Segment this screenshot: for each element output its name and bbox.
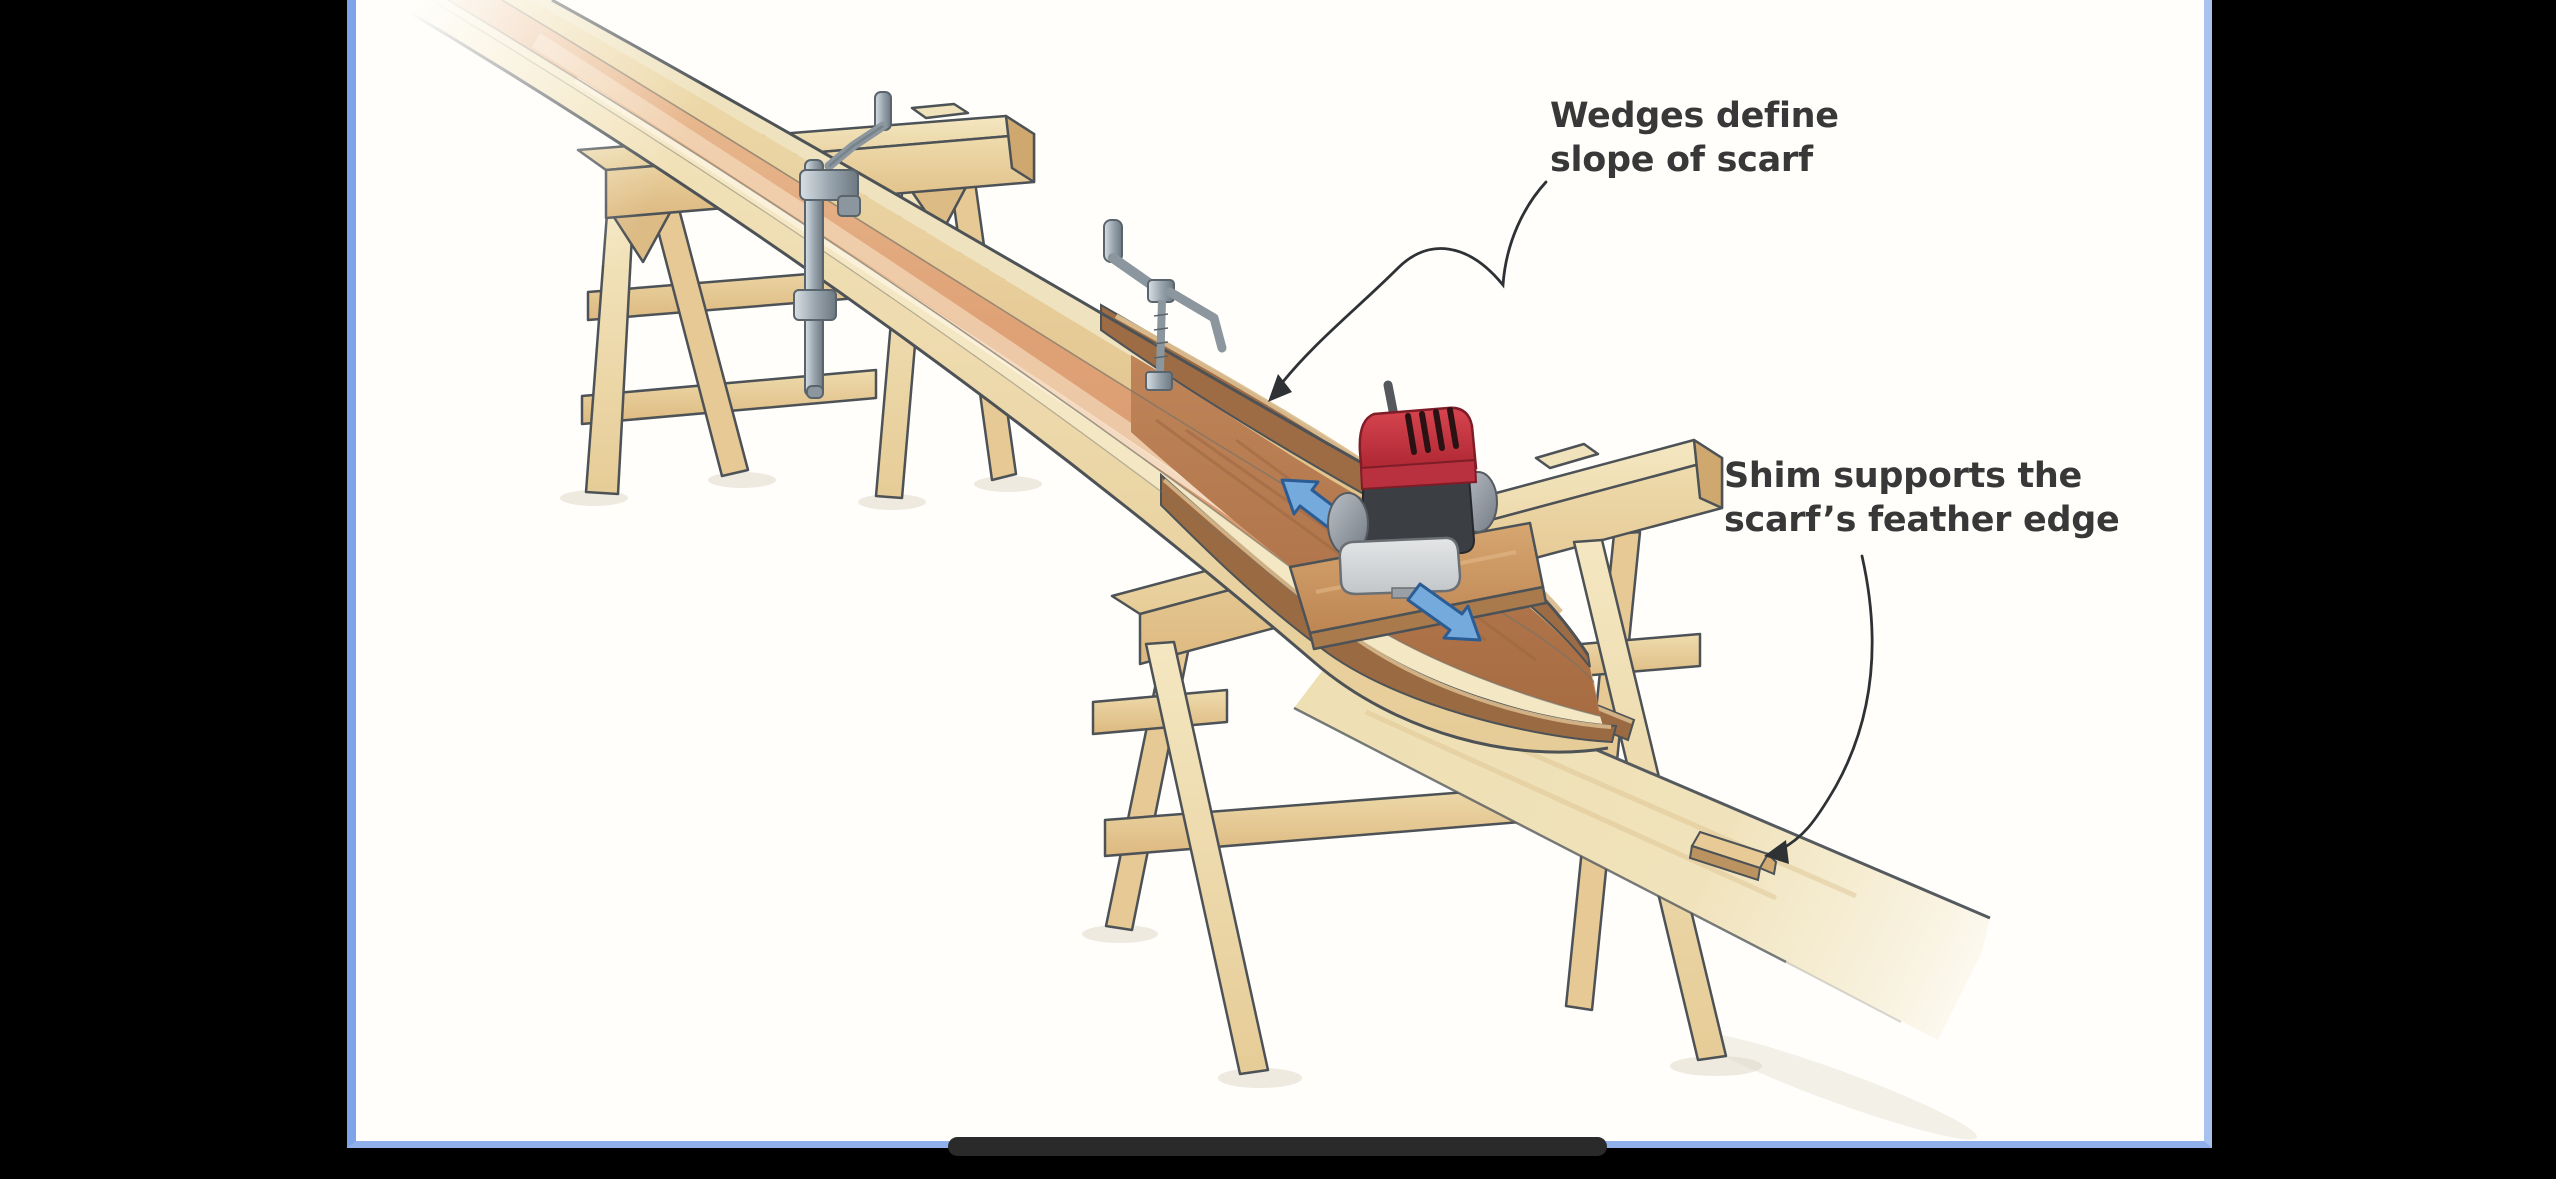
router-base	[1338, 536, 1462, 596]
motion-arrow-down-icon	[1406, 582, 1482, 642]
scarf-jig-illustration	[371, 0, 1991, 1140]
annotation-shim: Shim supports the scarf’s feather edge	[1724, 454, 2120, 542]
annotation-wedges-line1: Wedges define	[1550, 96, 1839, 136]
beam-assembly	[371, 0, 1618, 754]
scrubber-bar[interactable]	[948, 1137, 1607, 1156]
document-page: Wedges define slope of scarf Shim suppor…	[347, 0, 2212, 1148]
wedges-leader-arrow	[1268, 180, 1548, 402]
router	[1327, 380, 1498, 599]
annotation-wedges-line2: slope of scarf	[1550, 140, 1813, 180]
shim-leader-arrow	[1764, 554, 1874, 864]
annotation-shim-line2: scarf’s feather edge	[1724, 500, 2120, 540]
annotation-wedges: Wedges define slope of scarf	[1550, 94, 1839, 182]
shim	[1688, 830, 1778, 882]
annotation-shim-line1: Shim supports the	[1724, 456, 2082, 496]
front-bar-clamp	[793, 91, 892, 399]
rear-crank-clamp	[1103, 219, 1227, 391]
